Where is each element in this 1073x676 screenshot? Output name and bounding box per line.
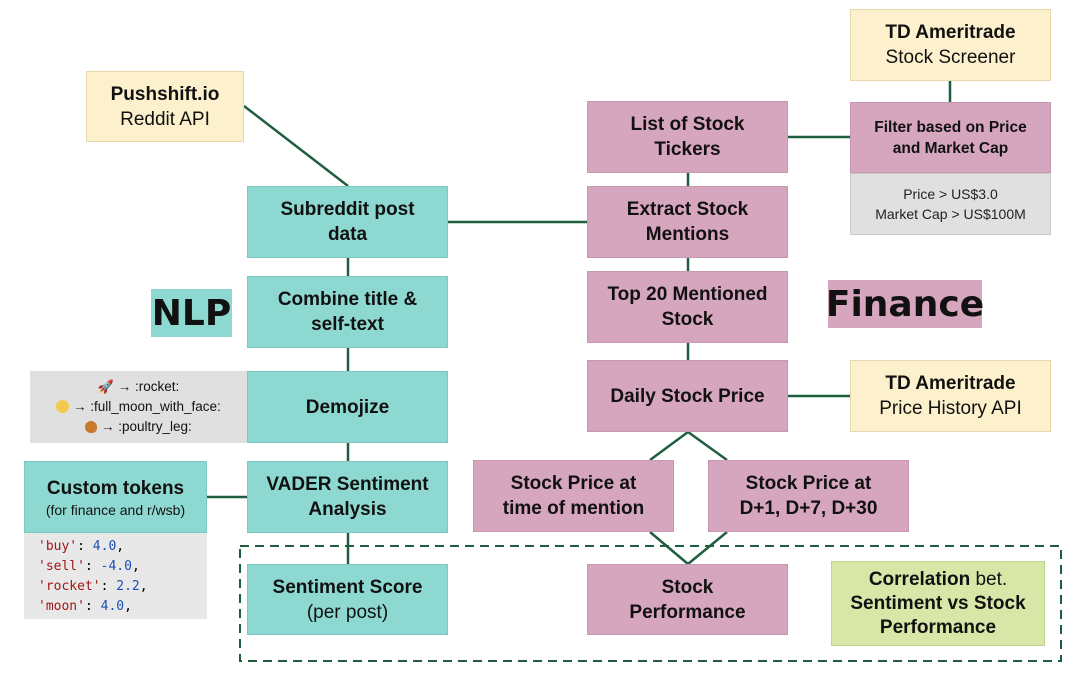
sentiment-score-title: Sentiment Score <box>272 576 423 598</box>
token-key: 'buy' <box>38 539 78 554</box>
combine-text-label: Combine title & self-text <box>277 289 418 335</box>
correlation-line2: Sentiment vs Stock <box>850 592 1026 614</box>
token-value: 2.2 <box>116 579 140 594</box>
moon-face-icon <box>56 400 70 413</box>
subreddit-post-data-label: Subreddit post data <box>280 199 415 245</box>
sentiment-score-subtitle: (per post) <box>306 601 389 623</box>
finance-section-label: Finance <box>826 280 984 328</box>
vader-label: VADER Sentiment Analysis <box>266 474 429 520</box>
price-api-source-box: TD Ameritrade Price History API <box>850 360 1051 432</box>
emoji-arrow: → <box>117 379 132 394</box>
daily-price-box: Daily Stock Price <box>587 360 788 432</box>
token-key: 'sell' <box>38 559 85 574</box>
filter-label: Filter based on Price and Market Cap <box>874 118 1027 157</box>
emoji-code: :full_moon_with_face: <box>90 399 221 414</box>
filter-box: Filter based on Price and Market Cap <box>850 102 1051 173</box>
vader-box: VADER Sentiment Analysis <box>247 461 448 533</box>
custom-tokens-code: 'buy': 4.0, 'sell': -4.0, 'rocket': 2.2,… <box>24 533 207 619</box>
price-at-mention-label: Stock Price at time of mention <box>502 473 645 519</box>
subreddit-post-data-box: Subreddit post data <box>247 186 448 258</box>
rocket-icon: 🚀 <box>97 379 114 394</box>
token-value: 4.0 <box>100 599 125 614</box>
emoji-map-row: → :poultry_leg: <box>85 417 192 437</box>
token-entry: 'rocket': 2.2, <box>38 579 148 594</box>
sentiment-score-box: Sentiment Score (per post) <box>247 564 448 635</box>
filter-criteria-box: Price > US$3.0 Market Cap > US$100M <box>850 173 1051 235</box>
price-api-title: TD Ameritrade <box>885 373 1016 394</box>
combine-text-box: Combine title & self-text <box>247 276 448 348</box>
token-key: 'rocket' <box>38 579 101 594</box>
extract-mentions-box: Extract Stock Mentions <box>587 186 788 258</box>
stock-performance-box: Stock Performance <box>587 564 788 635</box>
demojize-box: Demojize <box>247 371 448 443</box>
screener-subtitle: Stock Screener <box>885 47 1016 68</box>
emoji-code: :rocket: <box>134 379 180 394</box>
stock-tickers-label: List of Stock Tickers <box>630 114 745 160</box>
pushshift-subtitle: Reddit API <box>120 108 210 130</box>
emoji-arrow: → <box>72 399 87 414</box>
emoji-map-row: 🚀 → :rocket: <box>98 377 179 397</box>
correlation-line1: Correlation bet. <box>869 568 1007 592</box>
pushshift-title: Pushshift.io <box>110 83 220 105</box>
correlation-line3: Performance <box>879 616 997 638</box>
daily-price-label: Daily Stock Price <box>610 385 765 407</box>
correlation-box: Correlation bet. Sentiment vs Stock Perf… <box>831 561 1045 646</box>
custom-tokens-box: Custom tokens (for finance and r/wsb) <box>24 461 207 533</box>
token-value: -4.0 <box>100 559 132 574</box>
criteria-market-cap: Market Cap > US$100M <box>875 206 1026 222</box>
correlation-tail: bet. <box>970 568 1008 590</box>
pushshift-source-box: Pushshift.io Reddit API <box>86 71 244 142</box>
custom-tokens-title: Custom tokens <box>46 477 185 499</box>
emoji-map-panel: 🚀 → :rocket: → :full_moon_with_face: → :… <box>30 371 247 443</box>
emoji-map-row: → :full_moon_with_face: <box>56 397 221 417</box>
token-entry: 'sell': -4.0, <box>38 559 140 574</box>
poultry-leg-icon <box>85 421 98 433</box>
screener-title: TD Ameritrade <box>885 22 1016 43</box>
demojize-label: Demojize <box>305 396 390 418</box>
extract-mentions-label: Extract Stock Mentions <box>626 199 749 245</box>
token-entry: 'moon': 4.0, <box>38 599 132 614</box>
top20-label: Top 20 Mentioned Stock <box>607 284 768 330</box>
emoji-arrow: → <box>100 419 115 434</box>
emoji-code: :poultry_leg: <box>118 419 192 434</box>
correlation-word: Correlation <box>868 568 971 590</box>
nlp-section-label: NLP <box>151 289 232 337</box>
token-value: 4.0 <box>92 539 117 554</box>
stock-performance-label: Stock Performance <box>629 576 746 623</box>
token-key: 'moon' <box>38 599 85 614</box>
top20-box: Top 20 Mentioned Stock <box>587 271 788 343</box>
price-api-subtitle: Price History API <box>879 398 1022 419</box>
price-at-days-box: Stock Price at D+1, D+7, D+30 <box>708 460 909 532</box>
screener-source-box: TD Ameritrade Stock Screener <box>850 9 1051 81</box>
stock-tickers-box: List of Stock Tickers <box>587 101 788 173</box>
custom-tokens-subtitle: (for finance and r/wsb) <box>45 501 186 518</box>
criteria-price: Price > US$3.0 <box>903 186 998 202</box>
price-at-mention-box: Stock Price at time of mention <box>473 460 674 532</box>
price-at-days-label: Stock Price at D+1, D+7, D+30 <box>739 473 878 519</box>
token-entry: 'buy': 4.0, <box>38 539 125 554</box>
